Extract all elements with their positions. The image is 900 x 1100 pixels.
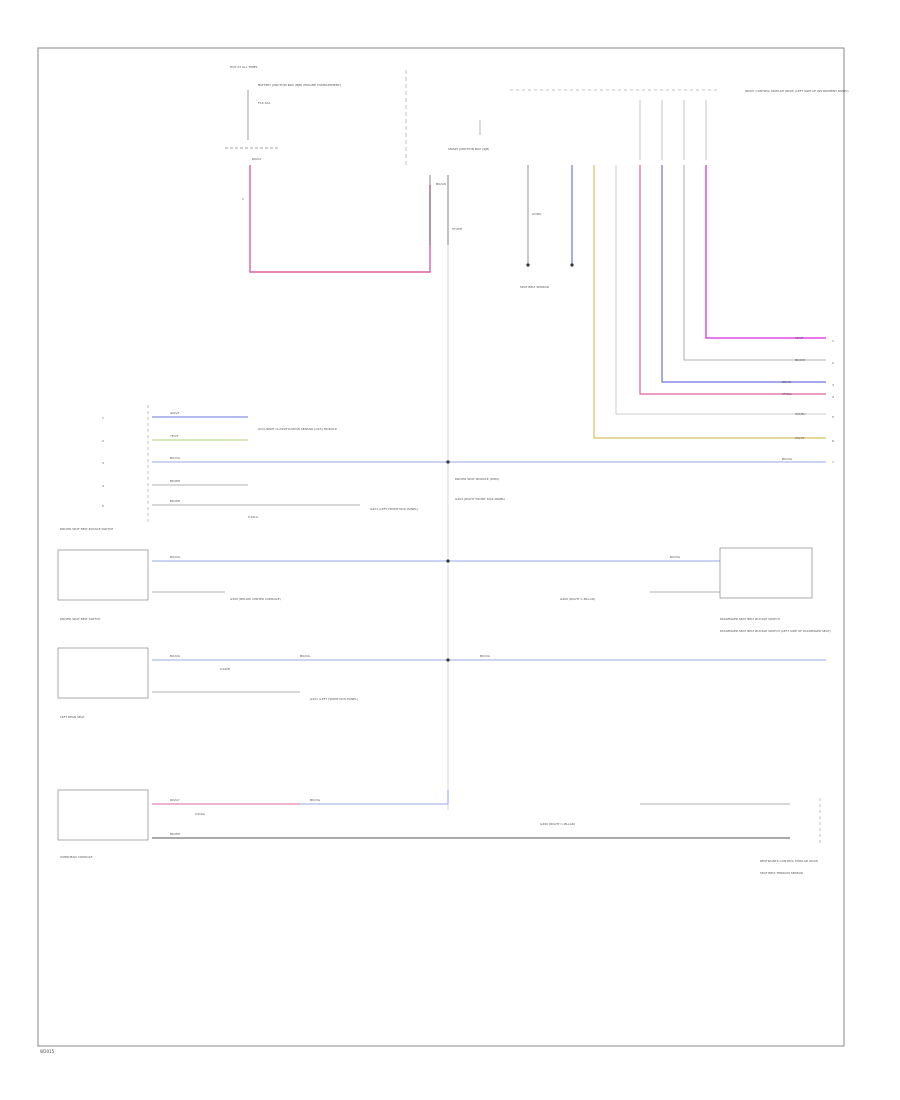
buckle-wire-label-5: BK/WH [170, 499, 180, 503]
buckle-wire-label-1: GN/VT [170, 411, 180, 415]
splice-dot-right [570, 263, 574, 267]
passenger-buckle-box [719, 547, 813, 599]
right-pin-7: 7 [832, 460, 834, 464]
overhead-wire-blue [300, 790, 449, 805]
right-wire-label-6: OG/VT [795, 436, 805, 440]
right-pin-6: 6 [832, 439, 834, 443]
row3-ground-label: G201 (LEFT FRONT KICK PANEL) [310, 697, 358, 701]
occupant-note-label: OCCUPANT CLASSIFICATION SENSOR (OCS) MOD… [258, 427, 337, 431]
driver-buckle-label: DRIVER SEAT BELT BUCKLE SWITCH [60, 527, 113, 531]
yellow-wire [593, 165, 826, 439]
bcm-top-label: (BODY CONTROL MODULE (BCM) (LEFT SIDE OF… [745, 89, 849, 93]
smart-junction-label: SMART JUNCTION BOX (SJB) [448, 147, 489, 151]
right-wire-label-3: BN/YE [782, 380, 791, 384]
row3-pass-conn: C342B [220, 667, 230, 671]
buckle-pin-3: 3 [102, 461, 104, 465]
buckle-pin-2: 2 [102, 439, 104, 443]
right-pin-1: 1 [832, 339, 834, 343]
right-pin-3: 3 [832, 383, 834, 387]
wire-label-gy-bu: GY/BU [532, 212, 541, 216]
row3-wire-label-mid: BU/OG [300, 654, 311, 658]
overhead-console-label: OVERHEAD CONSOLE [60, 855, 92, 859]
diagram-frame [37, 47, 845, 1047]
gray-wire-2 [683, 165, 826, 361]
buckle-wire-label-2: YE/VT [170, 434, 179, 438]
wire-label-vt-wh: VT/WH [452, 227, 462, 231]
row2-ground-left: G300 (BELOW CENTER CONSOLE) [230, 597, 281, 601]
hot-at-all-times-label: HOT AT ALL TIMES [230, 65, 258, 69]
overhead-wire-label-1: RD/GY [170, 798, 180, 802]
right-wire-label-2: BK/WH [795, 358, 805, 362]
wire-label-bu-gn: BU/GN [436, 182, 446, 186]
pink-feed-wire [249, 165, 431, 273]
overhead-wire-label-2: BU/OG [310, 798, 321, 802]
rear-seat-box [57, 647, 149, 699]
right-pin-5: 5 [832, 415, 834, 419]
ground-note-label: G201 (LEFT FRONT KICK PANEL) [370, 507, 418, 511]
overhead-wire-label-3: BK/WH [170, 832, 180, 836]
row2-ground-right: G400 (RIGHT C-PILLAR) [560, 597, 595, 601]
rear-seat-label: LEFT REAR SEAT [60, 715, 85, 719]
airbag-module-label: RESTRAINTS CONTROL MODULE (RCM) [760, 859, 818, 863]
fuse-id-label: F18 10A [258, 101, 271, 105]
row2-wire-label-left: BU/OG [170, 555, 181, 559]
row2-splice-dot [446, 559, 450, 563]
right-wire-label-1: YE/VT [795, 336, 804, 340]
buckle-pin-4: 4 [102, 484, 104, 488]
driver-belt-switch-box [57, 549, 149, 601]
seat-belt-header-label: SEAT BELT SENSOR [520, 285, 549, 289]
buckle-wire-label-3: BU/OG [170, 456, 181, 460]
right-wire-label-7: BU/OG [782, 457, 793, 461]
passenger-buckle-label: PASSENGER SEAT BELT BUCKLE SWITCH [720, 617, 780, 621]
overhead-rcm-conn: C310A [195, 812, 206, 816]
gray-wire-1 [615, 165, 826, 415]
driver-belt-switch-label: DRIVER SEAT BELT SWITCH [60, 617, 100, 621]
buckle-pin-5: 5 [102, 504, 104, 508]
overhead-ground-right: G400 (RIGHT C-PILLAR) [540, 822, 575, 826]
pin-label-left-feed: 1 [242, 197, 244, 201]
fuse-note-label: BATTERY JUNCTION BOX (BJB) (ENGINE COMPA… [258, 83, 341, 87]
pink-wire-right [639, 165, 826, 395]
row3-wire-label-right: BU/OG [480, 654, 491, 658]
buckle-splice-dot [446, 460, 450, 464]
right-pin-2: 2 [832, 361, 834, 365]
buckle-wire-label-4: BK/WH [170, 479, 180, 483]
magenta-wire-right [705, 165, 826, 339]
dsm-connector-label: C341A [248, 515, 259, 519]
driver-seat-module-label: DRIVER SEAT MODULE (DSM) [455, 477, 499, 481]
overhead-console-box [57, 789, 149, 841]
splice-dot-left [526, 263, 530, 267]
blue-wire-right [661, 165, 826, 383]
passenger-seat-module-label: PASSENGER SEAT BELT BUCKLE SWITCH (LEFT … [720, 629, 831, 633]
buckle-pin-1: 1 [102, 416, 104, 420]
footer-code: W2015 [40, 1049, 55, 1054]
row2-wire-label-right: BU/OG [670, 555, 681, 559]
right-pin-4: 4 [832, 395, 834, 399]
wire-label-rd-gy: RD/GY [252, 157, 262, 161]
ground-center-label: G203 (RIGHT FRONT KICK PANEL) [455, 497, 505, 501]
row3-wire-label-left: BU/OG [170, 654, 181, 658]
seatbelt-tension-label: SEAT BELT TENSION SENSOR [760, 871, 803, 875]
right-wire-label-4: VT/OG [782, 392, 792, 396]
right-wire-label-5: WH/BU [795, 412, 806, 416]
row3-splice-dot [446, 658, 450, 662]
